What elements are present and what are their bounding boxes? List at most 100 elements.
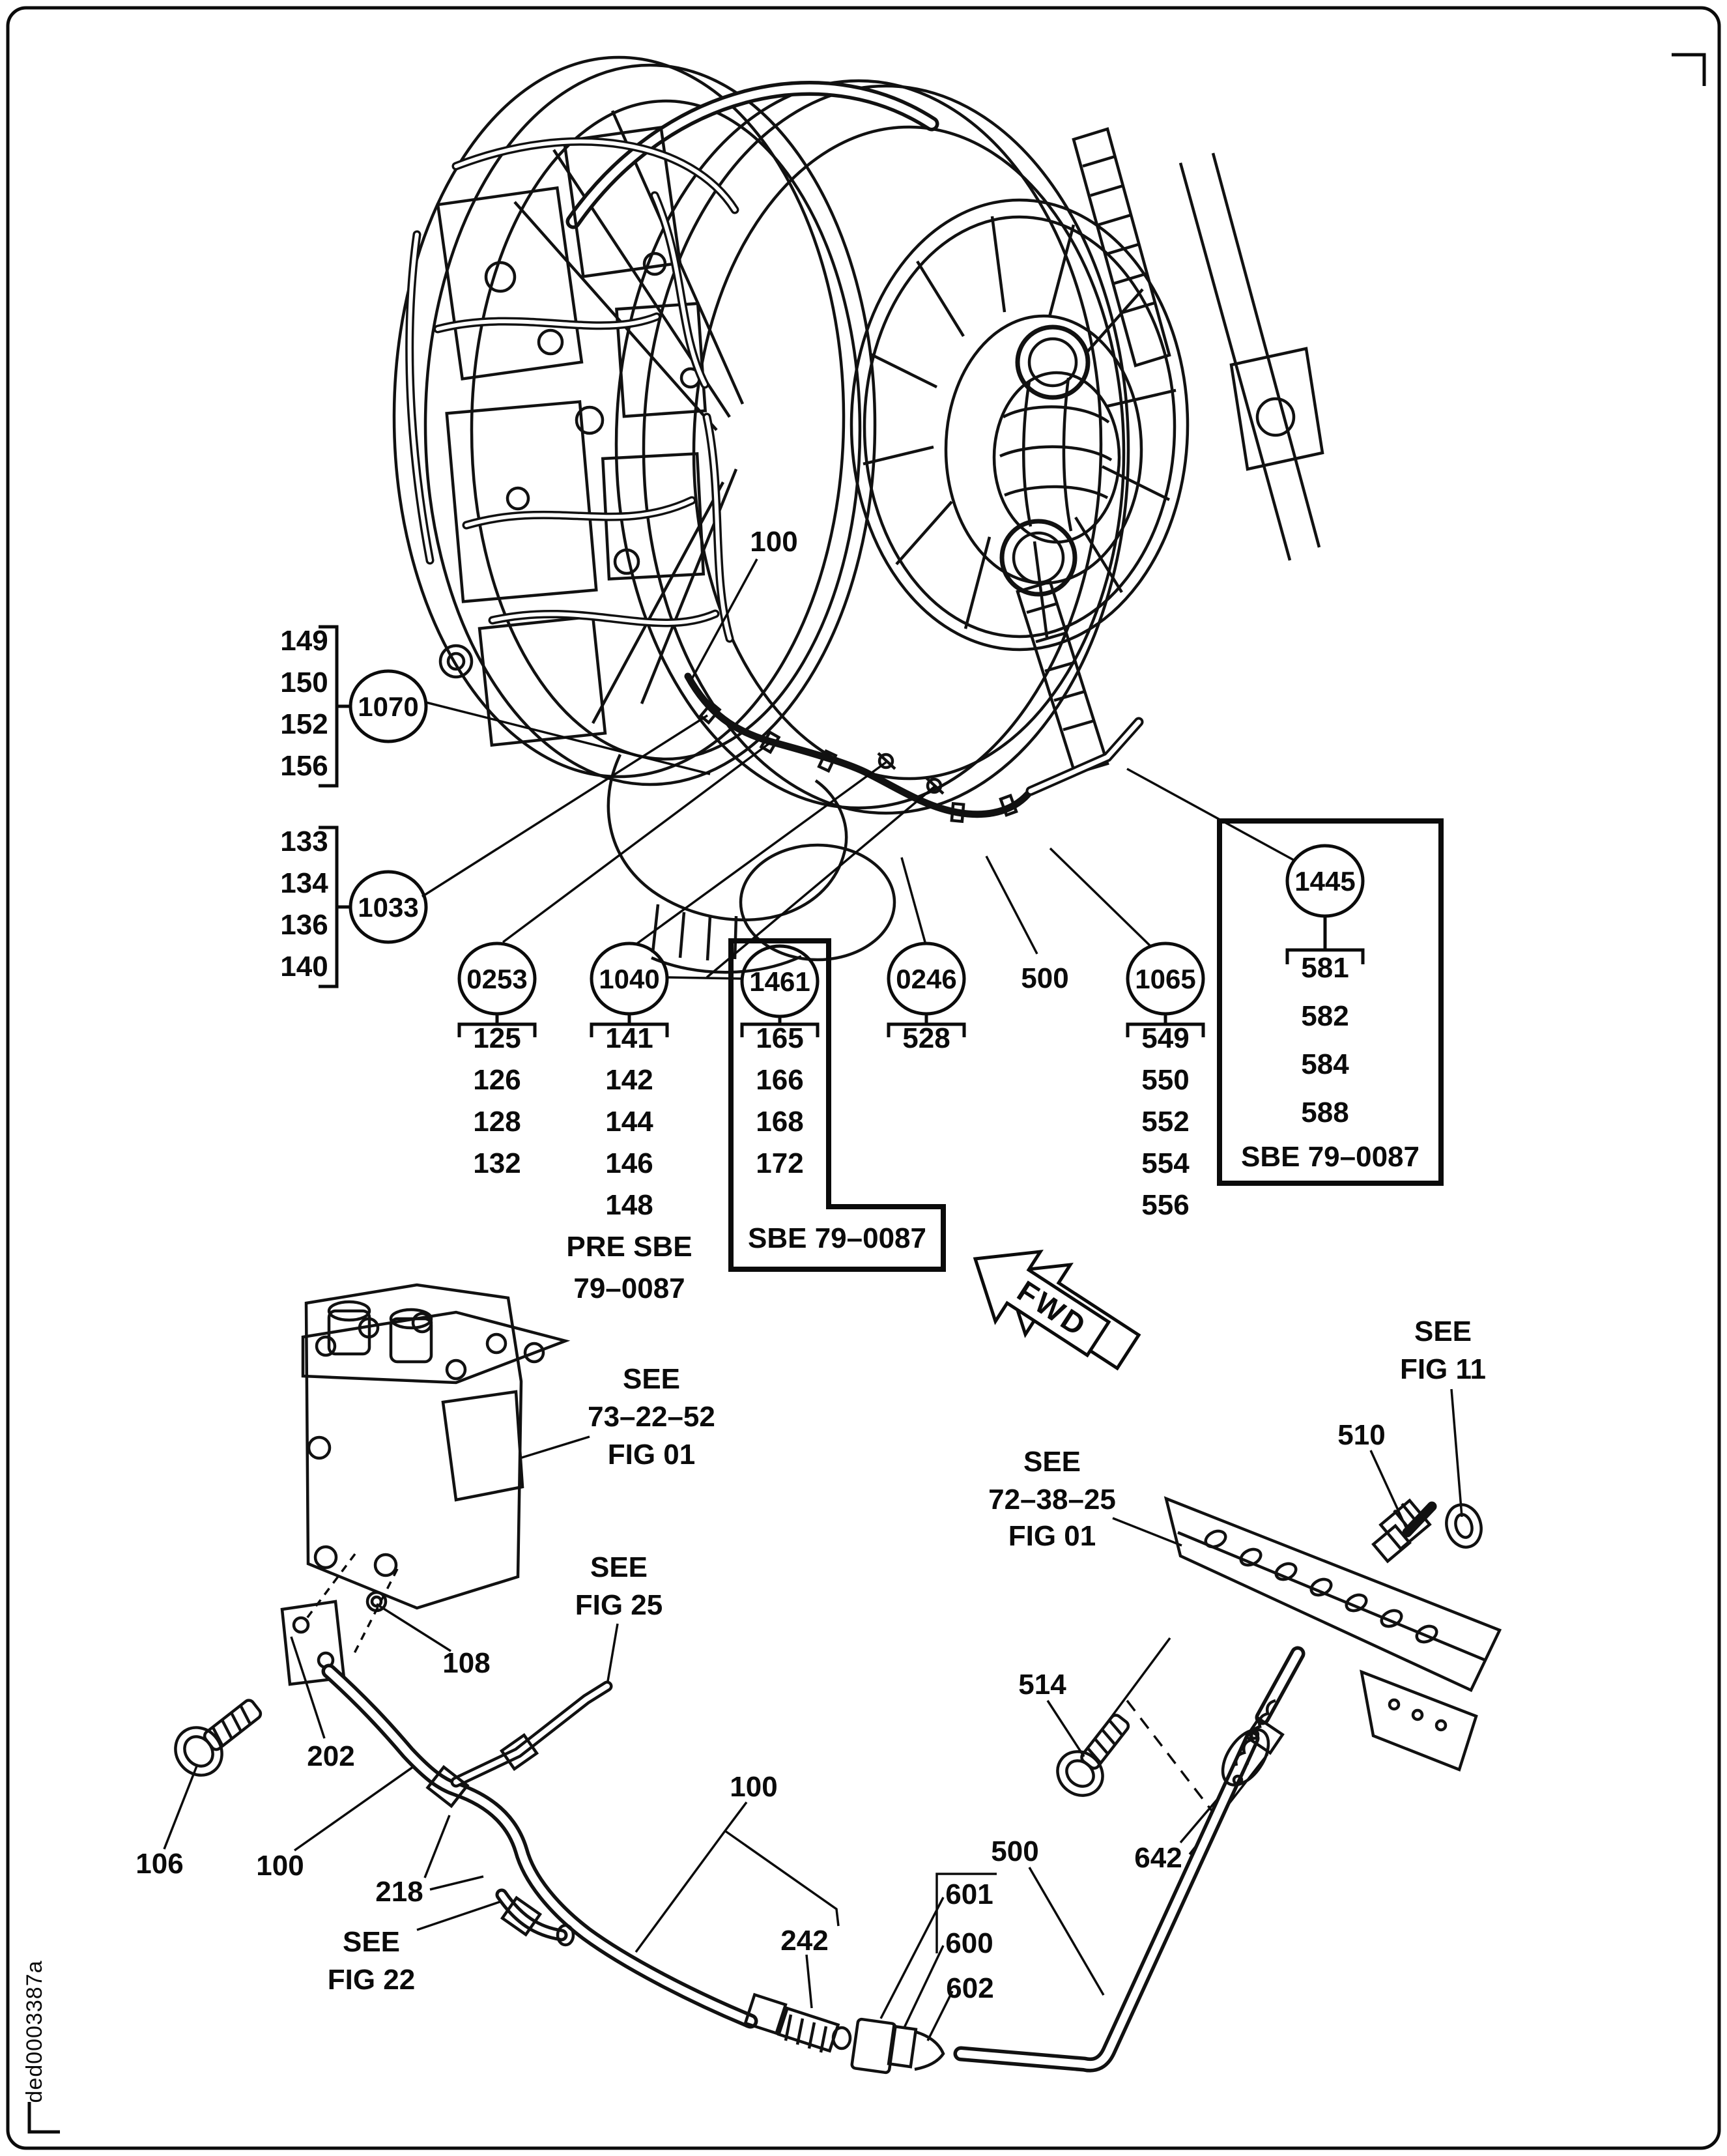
bolt-514	[1056, 1714, 1130, 1797]
fwd-arrow: FWD	[973, 1249, 1141, 1371]
item-136: 136	[280, 909, 328, 941]
label-218: 218	[375, 1876, 423, 1908]
item-141: 141	[605, 1022, 653, 1054]
hat-141	[590, 1022, 669, 1037]
note-sbe-1461: SBE 79–0087	[748, 1222, 926, 1254]
label-510: 510	[1337, 1419, 1385, 1451]
mount-rail-upper	[1072, 127, 1171, 367]
item-556: 556	[1141, 1189, 1189, 1221]
item-550: 550	[1141, 1064, 1189, 1096]
corner-mark-bottom-left	[27, 2102, 60, 2134]
callout-1445: 1445	[1294, 866, 1355, 897]
fcu-wedge-bracket	[441, 1390, 524, 1502]
callout-1070: 1070	[358, 691, 418, 722]
item-132: 132	[473, 1147, 521, 1179]
flare-fittings-600-601-602	[850, 2017, 945, 2075]
item-150: 150	[280, 667, 328, 698]
item-144: 144	[605, 1106, 653, 1138]
union-fitting-218	[425, 1732, 539, 1809]
fan-blades	[863, 216, 1177, 638]
item-156: 156	[280, 750, 328, 782]
hat-528	[887, 1022, 966, 1037]
item-133: 133	[280, 826, 328, 857]
label-602: 602	[946, 1972, 993, 2004]
fan-case-front-rim	[392, 55, 846, 779]
fuel-tube-end-core	[1028, 719, 1141, 794]
note-pre-sbe-2: 79–0087	[573, 1272, 685, 1304]
item-166: 166	[756, 1064, 803, 1096]
containment-case-rim-2	[614, 79, 1103, 810]
item-126: 126	[473, 1064, 521, 1096]
engine-illustration	[392, 55, 1324, 974]
ref-fig25-fig: FIG 25	[575, 1589, 663, 1621]
item-581: 581	[1301, 952, 1349, 984]
port-upper	[1015, 324, 1091, 400]
right-frame-links	[1178, 152, 1324, 561]
item-149: 149	[280, 625, 328, 657]
callout-1065: 1065	[1135, 964, 1195, 994]
fuel-control-illustration	[280, 1283, 571, 1686]
ref-7238-num: 72–38–25	[988, 1484, 1116, 1516]
list-brackets	[319, 625, 1365, 1037]
item-584: 584	[1301, 1048, 1349, 1080]
label-202: 202	[307, 1740, 354, 1772]
hat-125	[457, 1022, 537, 1037]
label-100-left: 100	[256, 1850, 304, 1882]
top-tube-core	[569, 84, 935, 225]
note-sbe-1445: SBE 79–0087	[1241, 1141, 1420, 1173]
item-140: 140	[280, 951, 328, 983]
callout-1461: 1461	[749, 966, 810, 997]
ref-7322-fig: FIG 01	[608, 1439, 696, 1471]
item-152: 152	[280, 708, 328, 740]
gearbox-casting	[607, 754, 896, 974]
item-554: 554	[1141, 1147, 1190, 1179]
tube-100-left-core	[325, 1667, 754, 2025]
tube-500-lower-core	[957, 1734, 1256, 2069]
page-border	[6, 6, 1721, 2150]
left-tube-assembly	[174, 1663, 852, 2053]
spar-panel-flap	[1360, 1669, 1478, 1772]
corner-mark-top-right	[1672, 53, 1706, 86]
fan-ring	[849, 198, 1190, 652]
ref-7322-num: 73–22–52	[588, 1401, 715, 1433]
hub-lattice	[999, 377, 1113, 532]
tube-clamps	[698, 700, 1018, 824]
ref-fig22-see: SEE	[343, 1926, 400, 1958]
item-588: 588	[1301, 1097, 1349, 1128]
label-106: 106	[136, 1848, 183, 1880]
item-142: 142	[605, 1064, 653, 1096]
fan-case-inner-lip	[470, 99, 862, 761]
port-upper-inner	[1027, 337, 1078, 388]
port-lower	[999, 519, 1078, 597]
item-172: 172	[756, 1147, 803, 1179]
fuel-tube-end	[1025, 717, 1144, 796]
ref-fig11-fig: FIG 11	[1400, 1353, 1486, 1385]
label-500-bottom: 500	[991, 1835, 1038, 1867]
item-549: 549	[1141, 1022, 1189, 1054]
ref-fig25-see: SEE	[590, 1551, 648, 1583]
hose-coupling	[500, 1895, 575, 1947]
label-600: 600	[945, 1927, 993, 1959]
branch-to-fig25-core	[453, 1684, 610, 1785]
label-108: 108	[442, 1647, 490, 1679]
ref-7322-see: SEE	[623, 1363, 680, 1395]
tube-500-lower	[953, 1731, 1260, 2073]
hat-549	[1126, 1022, 1205, 1037]
ref-fig11-see: SEE	[1414, 1315, 1472, 1347]
fitting-242	[743, 1992, 852, 2053]
label-242: 242	[780, 1925, 828, 1957]
callout-0253: 0253	[466, 964, 527, 994]
fitting-510	[1371, 1498, 1432, 1564]
label-500-top: 500	[1021, 962, 1068, 994]
accessory-tubing	[405, 137, 739, 643]
callout-1040: 1040	[599, 964, 659, 994]
flange-fitting-642	[1221, 1699, 1285, 1787]
right-tube-assembly	[850, 1498, 1483, 2075]
fan-hub	[944, 314, 1143, 585]
containment-case-rim	[642, 84, 1130, 815]
tube-510-stub	[1402, 1501, 1437, 1538]
item-168: 168	[756, 1106, 803, 1138]
fwd-arrow-face	[973, 1249, 1111, 1358]
